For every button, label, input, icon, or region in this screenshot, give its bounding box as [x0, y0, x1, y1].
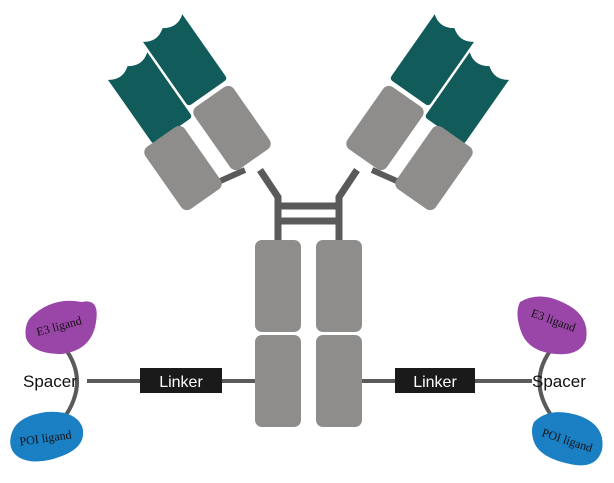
linker-left-box: [140, 368, 222, 393]
constant-domain-right-inner: [346, 85, 424, 171]
spacer-arc-right: [537, 345, 555, 420]
linker-right-label: Linker: [413, 374, 457, 391]
fc-left-lower-domain: [255, 335, 301, 427]
hinge-region: [257, 168, 360, 240]
fab-arm-left: [107, 14, 271, 211]
variable-domain-left-inner: [142, 14, 227, 106]
fc-right-upper-domain: [316, 240, 362, 332]
fab-right-light-connector: [370, 167, 401, 185]
constant-domain-left-outer: [144, 125, 222, 211]
constant-domain-left-inner: [193, 85, 271, 171]
variable-domain-right-inner: [390, 14, 475, 106]
spacer-right-label: Spacer: [532, 372, 586, 391]
payload-right: E3 ligand POI ligand Spacer Linker: [362, 296, 603, 466]
poi-ligand-left-shape: [10, 411, 84, 462]
constant-domain-right-outer: [395, 125, 473, 211]
hinge-right-chain: [335, 168, 360, 240]
variable-domain-right-outer: [425, 52, 510, 144]
fc-right-lower-domain: [316, 335, 362, 427]
payload-left: E3 ligand POI ligand Spacer Linker: [10, 300, 255, 462]
linker-left-label: Linker: [159, 374, 203, 391]
e3-ligand-right-shape: [517, 296, 587, 355]
spacer-arc-left: [62, 345, 79, 420]
fc-region: [255, 240, 362, 427]
fab-left-light-connector: [216, 167, 247, 185]
fc-left-upper-domain: [255, 240, 301, 332]
poi-ligand-right-shape: [532, 412, 603, 466]
linker-right-box: [395, 368, 475, 393]
variable-domain-left-outer: [107, 52, 192, 144]
hinge-left-chain: [257, 168, 282, 240]
spacer-left-label: Spacer: [23, 372, 77, 391]
e3-ligand-left-shape: [25, 300, 97, 354]
fab-arm-right: [346, 14, 510, 211]
